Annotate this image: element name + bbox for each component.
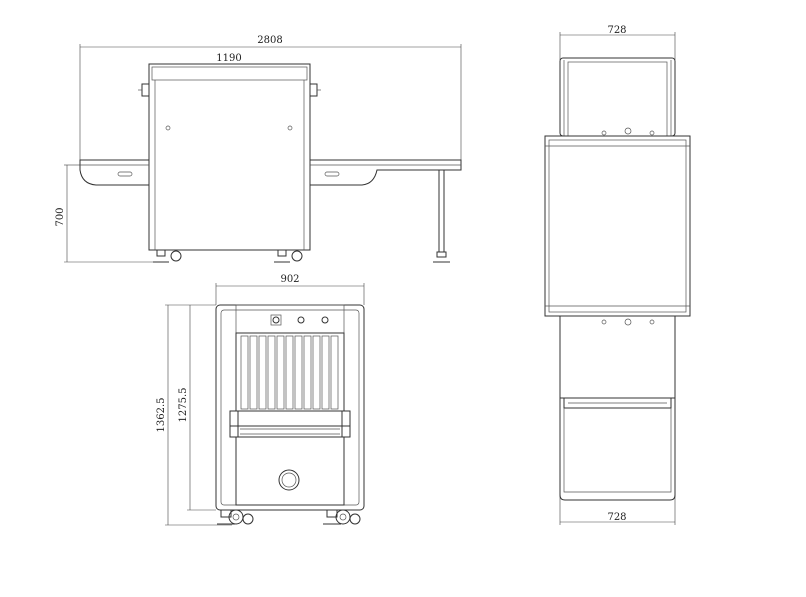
top-view: 728 728 [544,25,691,525]
fan-icon [278,469,300,491]
dimension-top-width-upper: 728 [559,25,676,60]
dimension-top-width-lower: 728 [559,495,676,525]
front-main-body [148,63,311,251]
curtain-strip [258,335,267,410]
curtain-strip [294,335,303,410]
curtain-strip [267,335,276,410]
curtain-strip [249,335,258,410]
curtain-strip [276,335,285,410]
right-conveyor [310,159,462,186]
front-view: 2808 1190 700 [55,35,462,263]
dim-label-1190: 1190 [216,53,241,64]
top-upper-conveyor [559,57,676,137]
dim-label-700: 700 [55,207,66,226]
side-view: 902 1362.5 1275.5 [156,274,365,526]
left-conveyor [79,159,149,186]
dim-label-902: 902 [280,274,299,285]
dimension-side-height-total: 1362.5 [156,304,232,526]
dimension-overall-width: 2808 [79,35,462,165]
dim-label-2808: 2808 [257,35,282,46]
curtain-strip [312,335,321,410]
dim-label-728-bottom: 728 [607,512,626,523]
curtain-strip [303,335,312,410]
curtain-strip [321,335,330,410]
dim-label-1275-5: 1275.5 [178,388,189,423]
top-lower-frame [559,398,676,501]
dimension-front-height: 700 [55,164,160,263]
curtain-strip [285,335,294,410]
lead-curtain [240,335,339,410]
dim-label-1362-5: 1362.5 [156,398,167,433]
side-tunnel-opening [235,332,345,412]
front-top-cap [151,66,308,81]
curtain-strip [240,335,249,410]
side-lower-cabinet [235,436,345,506]
side-conveyor [229,410,351,427]
curtain-strip [330,335,339,410]
dim-label-728-top: 728 [607,25,626,36]
top-conveyor-end [563,397,672,409]
top-lower-section [559,315,676,399]
top-main-body [544,135,691,317]
dimension-side-width: 902 [215,274,365,305]
dimension-tunnel-width: 1190 [149,53,310,65]
dimension-side-height-inner: 1275.5 [178,305,216,511]
wheel-icon [335,509,351,525]
